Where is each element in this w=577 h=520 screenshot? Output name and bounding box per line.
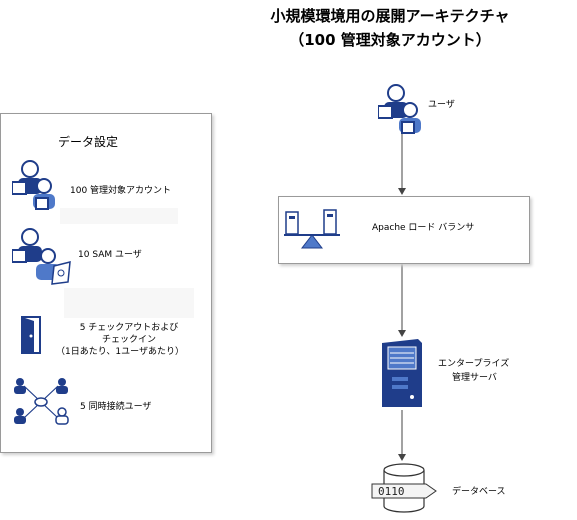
server-icon	[380, 337, 424, 409]
diagram-title-line2: （100 管理対象アカウント）	[289, 31, 491, 49]
item-concurrent-users-label: 5 同時接続ユーザ	[80, 402, 152, 412]
database-icon: 0110	[370, 462, 442, 514]
sam-user-icon	[12, 226, 72, 286]
item-checkout-label-line1: 5 チェックアウトおよび	[79, 323, 179, 333]
server-label-line1: エンタープライズ	[438, 359, 510, 369]
database-label: データベース	[452, 487, 506, 497]
user-label: ユーザ	[428, 100, 455, 110]
users-icon	[12, 158, 62, 212]
load-balancer-box	[278, 196, 530, 264]
database-bits: 0110	[378, 485, 405, 498]
placeholder-block	[64, 288, 194, 318]
load-balancer-label: Apache ロード バランサ	[372, 223, 475, 233]
network-users-icon	[10, 376, 72, 428]
item-checkout-label-line3: （1日あたり、1ユーザあたり）	[56, 347, 184, 357]
door-icon	[18, 315, 44, 355]
placeholder-block	[60, 208, 178, 224]
user-icon	[378, 82, 428, 136]
item-managed-accounts-label: 100 管理対象アカウント	[70, 186, 172, 196]
item-sam-users-label: 10 SAM ユーザ	[78, 250, 142, 260]
item-checkout-label-line2: チェックイン	[101, 335, 156, 345]
server-label-line2: 管理サーバ	[452, 373, 497, 383]
load-balancer-icon	[284, 208, 348, 250]
data-settings-title: データ設定	[58, 135, 119, 149]
diagram-title-line1: 小規模環境用の展開アーキテクチャ	[270, 7, 510, 25]
